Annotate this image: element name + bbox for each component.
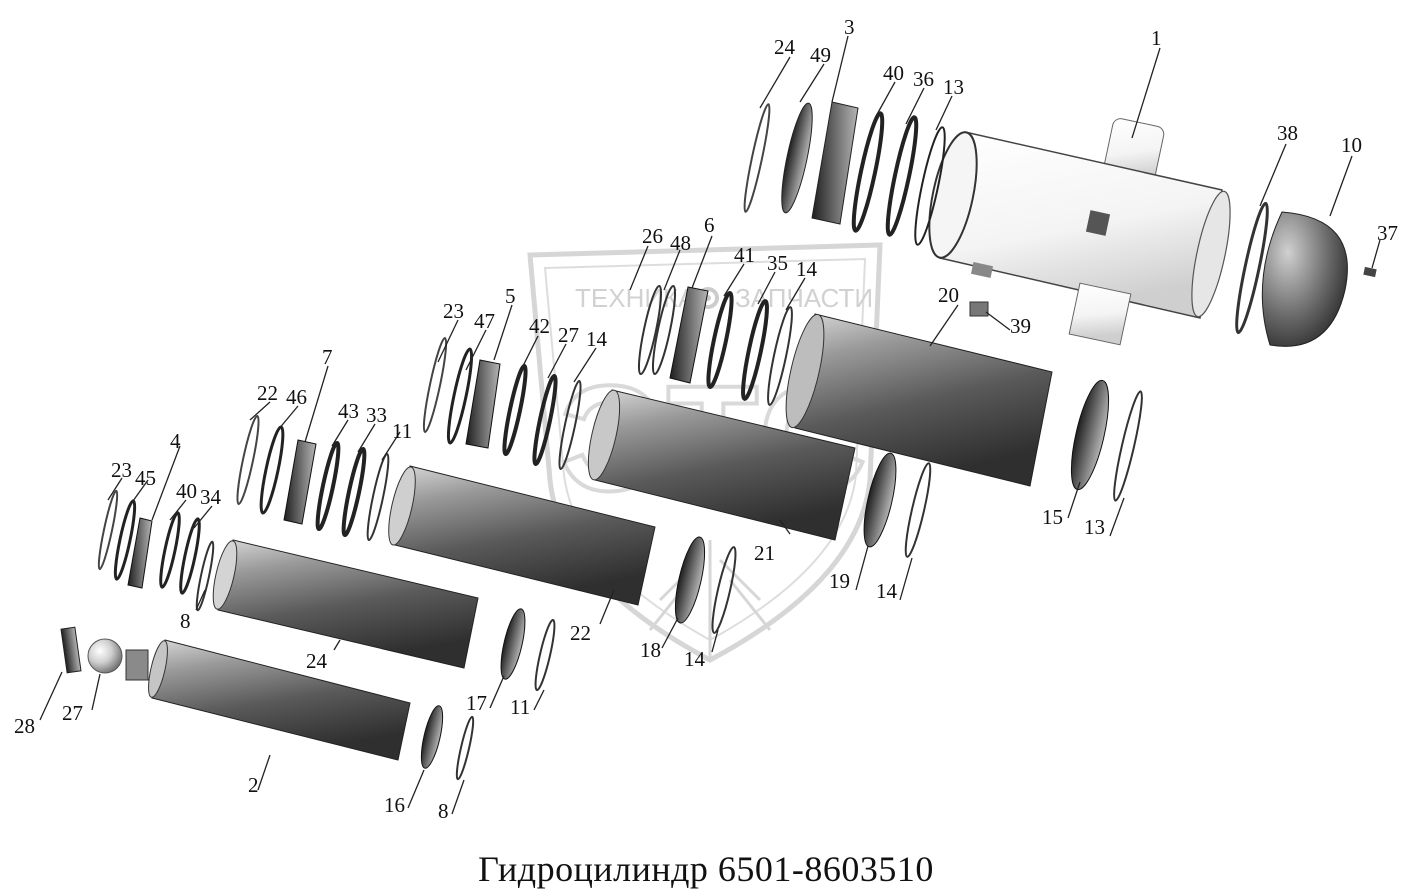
- callout-14: 14: [796, 257, 818, 281]
- seal-rings-row-1: [743, 101, 946, 246]
- ring-part-18: [674, 536, 706, 624]
- callout-41: 43: [338, 399, 359, 423]
- callout-4: 4: [170, 429, 181, 453]
- callout-2: 2: [248, 773, 259, 797]
- callout-22: 22: [570, 621, 591, 645]
- callout-31: 26: [642, 224, 663, 248]
- callout-36: 35: [767, 251, 788, 275]
- callout-8b: 8: [438, 799, 449, 823]
- callout-26: 28: [14, 714, 35, 738]
- callout-6: 7: [322, 345, 333, 369]
- callout-1: 1: [1151, 26, 1162, 50]
- callout-19: 19: [829, 569, 850, 593]
- callout-5: 5: [505, 284, 516, 308]
- callout-23: 24: [306, 649, 328, 673]
- cylinder-body-part-1: [928, 118, 1231, 346]
- callout-3: 3: [844, 15, 855, 39]
- callout-37: 37: [1377, 221, 1398, 245]
- callout-46: 46: [286, 385, 307, 409]
- ring-part-14b: [904, 462, 932, 558]
- callout-39: 38: [1277, 121, 1298, 145]
- callout-7: 6: [704, 213, 715, 237]
- ring-part-15: [1070, 379, 1110, 491]
- callout-27: 23: [111, 458, 132, 482]
- callout-14b: 14: [876, 579, 898, 603]
- callout-11b: 11: [510, 695, 530, 719]
- callout-42: 42: [529, 314, 550, 338]
- watermark-left-text: ТЕХНИКА: [575, 283, 696, 313]
- diagram-title: Гидроцилиндр 6501-8603510: [478, 849, 934, 889]
- callout-18: 18: [640, 638, 661, 662]
- callout-45: 45: [135, 466, 156, 490]
- callout-35: 33: [366, 403, 387, 427]
- seal-rings-row-3: [422, 337, 582, 471]
- watermark-wheat-icon: [648, 540, 772, 660]
- callout-32: 34: [200, 485, 222, 509]
- callout-40: 40: [176, 479, 197, 503]
- callout-13b: 14: [684, 647, 706, 671]
- callout-47: 47: [474, 309, 495, 333]
- callout-48: 48: [670, 231, 691, 255]
- rod-part-2: [148, 639, 411, 761]
- callout-16: 16: [384, 793, 405, 817]
- callout-8: 8: [180, 609, 191, 633]
- callout-10: 10: [1341, 133, 1362, 157]
- callout-43: 41: [734, 243, 755, 267]
- ring-part-39: [1235, 201, 1269, 335]
- ball-joint-part-24: [87, 638, 149, 681]
- callout-17: 17: [466, 691, 487, 715]
- watermark-right-text: ЗАПЧАСТИ: [735, 283, 873, 313]
- sleeve-part-23: [212, 539, 479, 669]
- ring-part-8b: [455, 715, 475, 781]
- callout-29: 23: [443, 299, 464, 323]
- nut-part-26: [60, 626, 82, 674]
- fitting-part-38: [969, 301, 989, 317]
- callout-13: 14: [586, 327, 608, 351]
- callout-44: 40: [883, 61, 904, 85]
- callout-12: 13: [943, 75, 964, 99]
- bolt-part-37: [1363, 266, 1377, 278]
- callout-21: 21: [754, 541, 775, 565]
- ring-part-13b: [711, 546, 737, 634]
- ring-part-17: [500, 608, 526, 680]
- callout-12b: 13: [1084, 515, 1105, 539]
- callout-11: 11: [392, 419, 412, 443]
- callout-30: 24: [774, 35, 796, 59]
- callout-34: 36: [913, 67, 934, 91]
- callout-38: 39: [1010, 314, 1031, 338]
- callout-labels: 1 3 24 49 40 36 13 38 10 37 39 20 26 48 …: [14, 15, 1398, 823]
- seal-rings-row-2: [637, 284, 793, 406]
- ring-part-12b: [1113, 390, 1143, 502]
- end-cap-part-10: [1261, 211, 1348, 347]
- callout-49: 49: [810, 43, 831, 67]
- callout-15: 15: [1042, 505, 1063, 529]
- sleeve-part-20: [785, 313, 1053, 487]
- callout-33: 27: [558, 323, 579, 347]
- ring-part-16: [420, 705, 444, 769]
- sleeve-part-22: [388, 465, 656, 606]
- callout-20: 20: [938, 283, 959, 307]
- callout-24: 27: [62, 701, 83, 725]
- sleeve-part-21: [587, 389, 856, 541]
- ring-part-19: [863, 452, 897, 548]
- seal-rings-row-4: [236, 414, 390, 542]
- ring-part-11b: [534, 618, 556, 692]
- callout-28: 22: [257, 381, 278, 405]
